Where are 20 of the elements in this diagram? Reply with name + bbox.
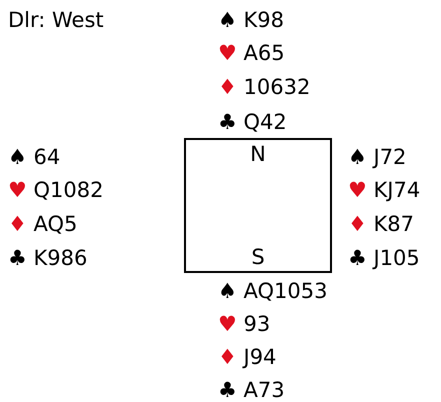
- card-holding: ♠ AQ1053: [218, 279, 328, 303]
- card-holding: ♦ AQ5: [8, 212, 78, 236]
- dealer-label: Dlr: West: [8, 8, 104, 32]
- card-holding: ♦ K87: [348, 212, 414, 236]
- card-holding: ♣ Q42: [218, 110, 287, 134]
- card-holding: ♦ J94: [218, 345, 276, 369]
- card-holding: ♦ 10632: [218, 75, 310, 99]
- card-holding: ♥ A65: [218, 41, 285, 65]
- card-holding: ♥ 93: [218, 312, 270, 336]
- card-holding: ♠ J72: [348, 145, 406, 169]
- card-holding: ♠ 64: [8, 145, 60, 169]
- compass-label: N: [250, 142, 266, 166]
- card-holding: ♣ K986: [8, 246, 88, 270]
- card-holding: ♣ J105: [348, 246, 420, 270]
- card-holding: ♥ Q1082: [8, 178, 104, 202]
- card-holding: ♥ KJ74: [348, 178, 420, 202]
- table-box: [184, 138, 332, 273]
- card-holding: ♠ K98: [218, 8, 284, 32]
- compass-label: S: [251, 245, 265, 269]
- card-holding: ♣ A73: [218, 378, 285, 402]
